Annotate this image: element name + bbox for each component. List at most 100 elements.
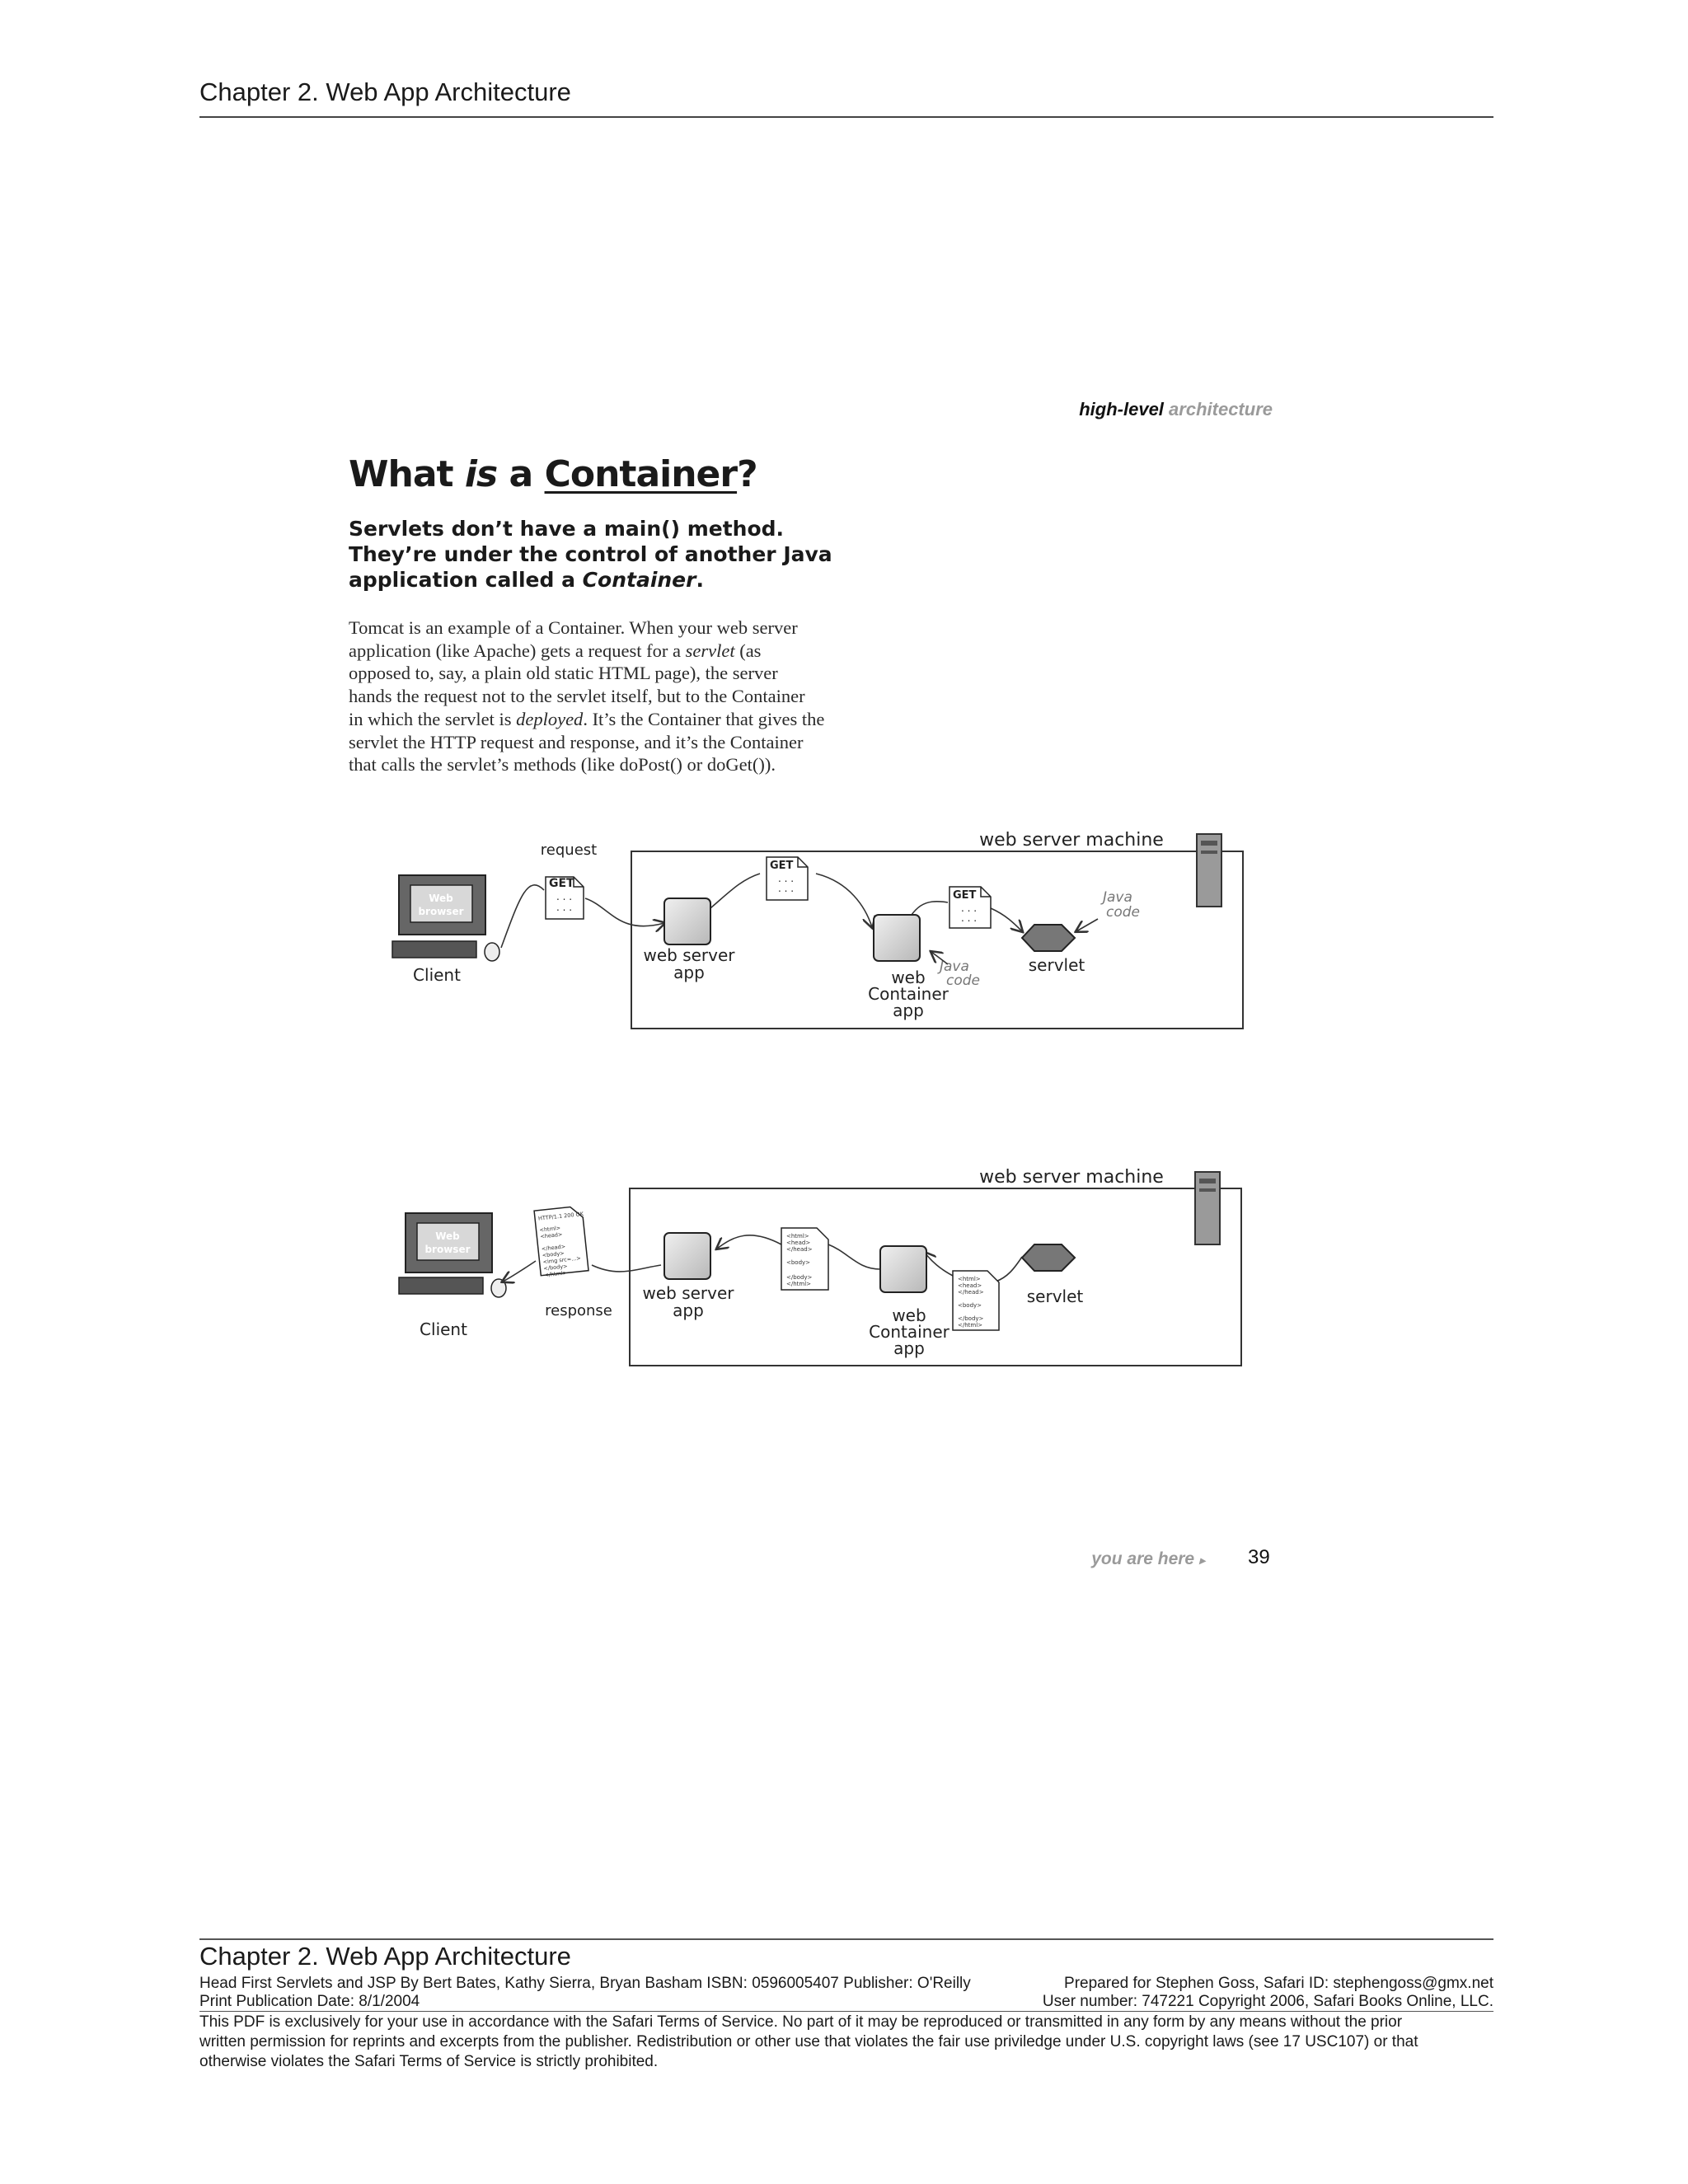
arrow [828,1244,880,1269]
servlet-label: servlet [1027,1286,1084,1306]
computer-icon [392,875,499,961]
arrow [925,1253,956,1277]
client-label: Client [413,965,461,985]
title-word-container: Container [545,453,738,495]
body-paragraph: Tomcat is an example of a Container. Whe… [349,616,893,776]
arrow [501,885,544,948]
html-line: <body> [786,1259,810,1266]
header-divider [199,116,1493,118]
legal-line: written permission for reprints and exce… [199,2032,1495,2052]
body-line: opposed to, say, a plain old static HTML… [349,662,893,685]
java-code-annotation: code [946,972,980,989]
web-server-app-icon [664,898,710,944]
web-container-app-icon [874,915,920,961]
browser-label: browser [424,1244,470,1255]
arrow [503,1261,536,1282]
machine-label: web server machine [979,1167,1164,1188]
response-label: response [545,1302,612,1319]
body-line: that calls the servlet’s methods (like d… [349,753,893,776]
browser-label: browser [418,906,463,917]
client-label: Client [420,1319,467,1339]
servlet-icon [1022,925,1075,951]
page-number: 39 [1248,1546,1270,1569]
subheading: Servlets don’t have a main() method. The… [349,516,926,593]
html-line: </head> [786,1246,813,1253]
arrow [717,1235,781,1249]
title-word-is: is [465,453,497,495]
html-line: </html> [958,1322,982,1329]
body-line: in which the servlet is deployed. It’s t… [349,708,893,731]
request-flow-diagram: web server machine Web browser Client re… [387,816,1261,1038]
chapter-header-title: Chapter 2. Web App Architecture [199,77,571,107]
response-flow-diagram: web server machine Web browser Client HT… [387,1154,1261,1376]
html-line: <head> [786,1240,810,1246]
html-line: <html> [786,1233,809,1240]
web-server-app-label: app [673,1301,704,1320]
html-line: </head> [958,1289,984,1296]
get-text: GET [770,860,794,872]
get-text: GET [953,889,977,902]
body-line: application (like Apache) gets a request… [349,640,893,663]
running-head: high-level architecture [907,399,1273,420]
footer-date-row: Print Publication Date: 8/1/2004 User nu… [199,1993,1493,2011]
footer-pub-date: Print Publication Date: 8/1/2004 [199,1993,420,2011]
doc-dots: . . . [556,902,572,913]
servlet-label: servlet [1029,955,1085,975]
legal-line: otherwise violates the Safari Terms of S… [199,2052,1495,2072]
arrow [585,898,664,926]
arrow [996,1257,1022,1282]
title-word-what: What [349,453,453,495]
footer-prepared-for: Prepared for Stephen Goss, Safari ID: st… [1064,1975,1493,1993]
html-line: <html> [958,1276,981,1282]
page-title: What is a Container? [349,453,757,495]
subhead-line: application called a Container. [349,567,926,593]
footer-divider [199,1938,1493,1940]
arrow [816,874,872,927]
subhead-line: Servlets don’t have a main() method. [349,516,926,541]
html-line: <head> [958,1282,982,1289]
server-tower-icon [1197,834,1221,907]
footer-book-row: Head First Servlets and JSP By Bert Bate… [199,1975,1493,1993]
footer-book-info: Head First Servlets and JSP By Bert Bate… [199,1975,971,1993]
running-head-bold: high-level [1079,399,1164,419]
arrow [991,908,1022,931]
computer-icon [399,1213,506,1297]
request-label: request [541,841,597,859]
running-head-grey: architecture [1169,399,1273,419]
html-line: </html> [786,1281,811,1287]
html-line: <body> [958,1302,982,1309]
web-server-app-label: app [673,963,705,982]
body-line: hands the request not to the servlet its… [349,685,893,708]
legal-line: This PDF is exclusively for your use in … [199,2013,1495,2032]
java-code-annotation: code [1106,904,1140,921]
browser-label: Web [435,1230,460,1242]
container-label: app [893,1001,924,1020]
servlet-icon [1022,1244,1075,1271]
java-code-annotation: Java [1100,889,1132,906]
doc-dots: . . . [961,912,977,924]
web-server-app-icon [664,1233,710,1279]
title-word-a: a [509,453,533,495]
body-line: servlet the HTTP request and response, a… [349,731,893,754]
body-line: Tomcat is an example of a Container. Whe… [349,616,893,640]
web-container-app-icon [880,1246,926,1292]
legal-notice: This PDF is exclusively for your use in … [199,2013,1495,2072]
html-line: </body> [958,1315,984,1322]
arrow [592,1265,661,1272]
html-line: </html> [544,1269,568,1278]
server-tower-icon [1195,1172,1220,1244]
browser-label: Web [429,893,453,904]
title-question-mark: ? [737,453,757,495]
arrow [1076,919,1098,931]
get-text: GET [549,877,574,890]
subhead-line: They’re under the control of another Jav… [349,541,926,567]
doc-dots: . . . [556,891,572,902]
you-are-here-label: you are here ▸ [989,1549,1205,1569]
footer-user-number: User number: 747221 Copyright 2006, Safa… [1043,1993,1493,2011]
footer-divider [199,2011,1493,2012]
html-line: </body> [786,1274,813,1281]
doc-dots: . . . [778,883,794,894]
footer-chapter-title: Chapter 2. Web App Architecture [199,1942,571,1971]
machine-label: web server machine [979,830,1164,851]
container-label: app [893,1338,925,1358]
